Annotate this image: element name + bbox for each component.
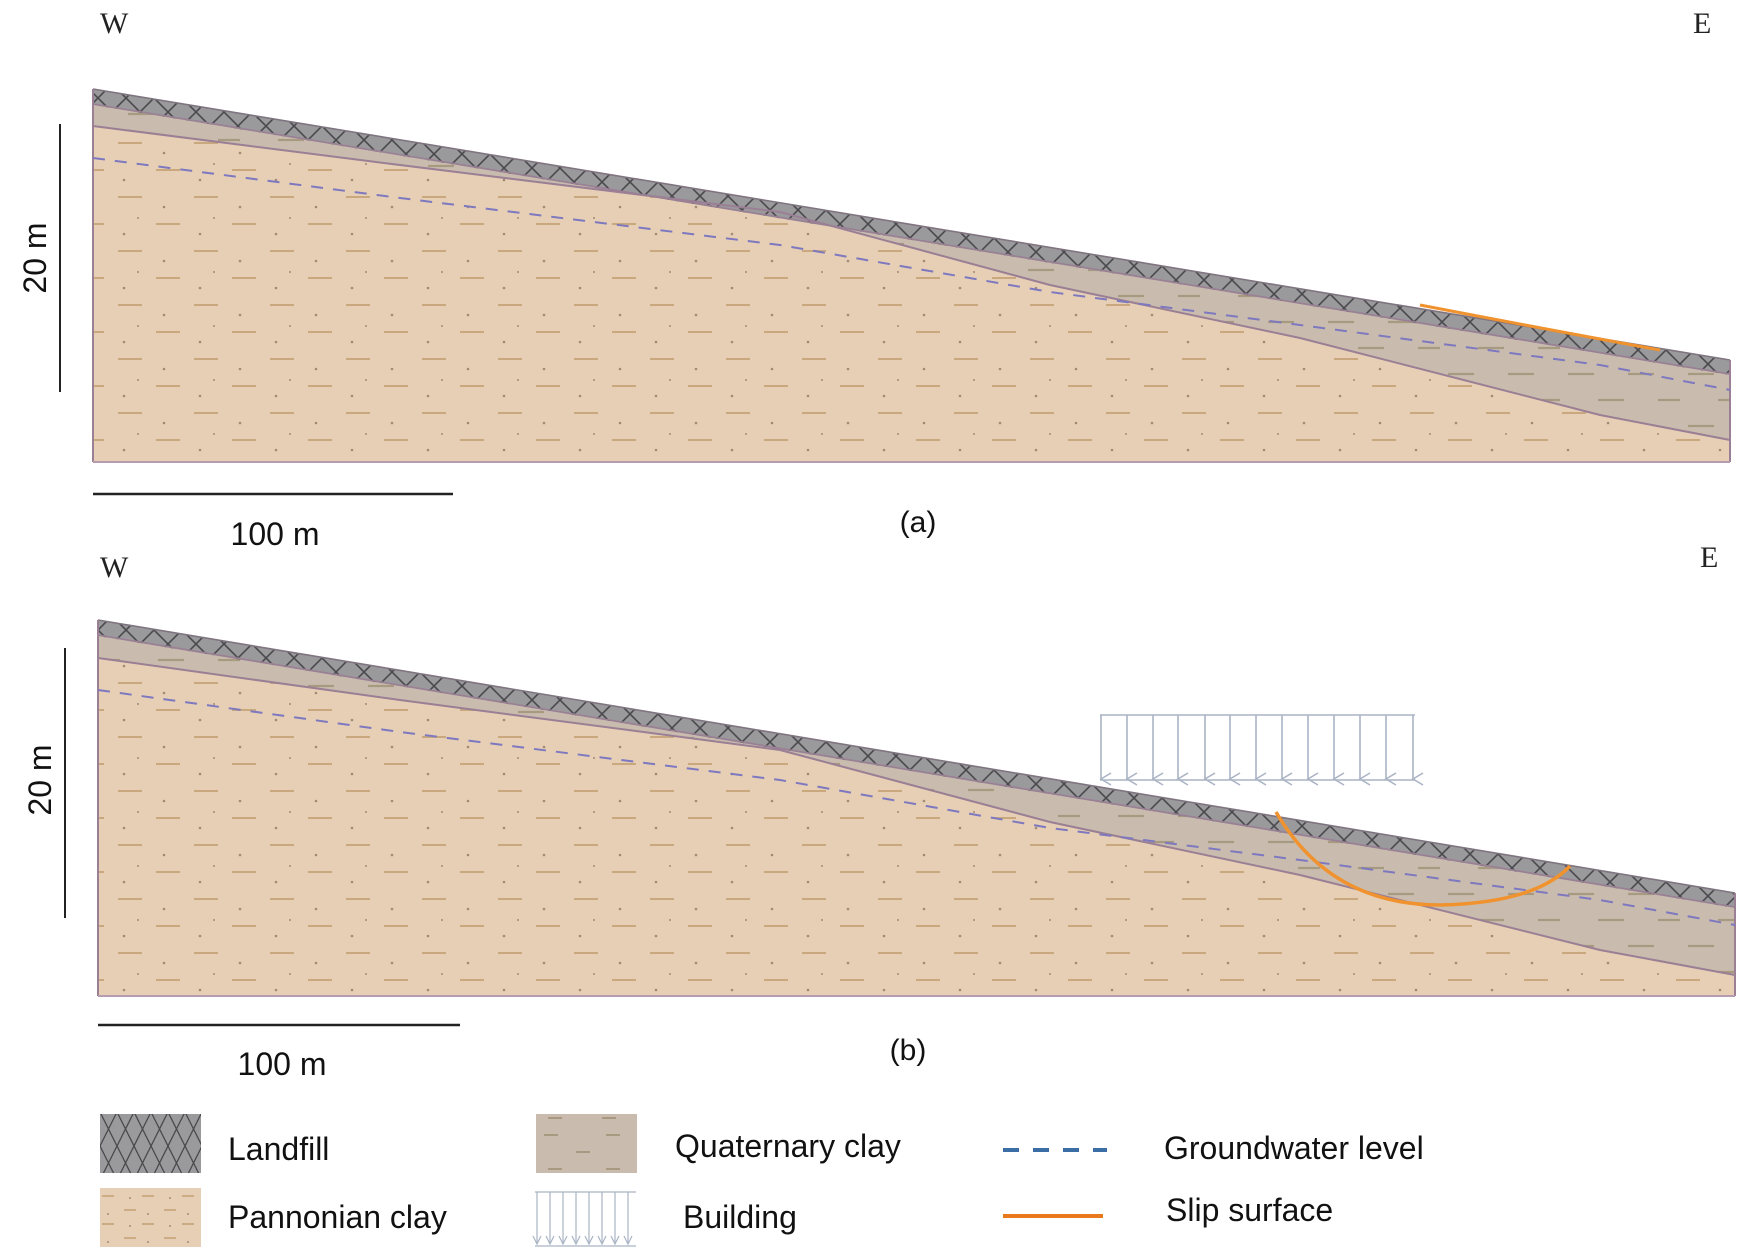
east-label: E	[1693, 7, 1711, 40]
legend: Landfill Quaternary clay Groundwater lev…	[100, 1114, 1424, 1247]
legend-label-landfill: Landfill	[228, 1131, 329, 1167]
landfill-quaternary-boundary	[97, 634, 1736, 908]
vertical-scale-label: 20 m	[22, 744, 58, 815]
panel-b: W E	[22, 541, 1736, 1082]
building-load	[1099, 714, 1424, 786]
panel-a: W E 20 m 100 m (a)	[17, 7, 1731, 552]
quaternary-pannonian-boundary	[97, 657, 1736, 976]
quaternary-clay-layer	[98, 632, 1735, 975]
pannonian-clay-layer	[98, 658, 1735, 996]
pannonian-clay-layer	[93, 126, 1730, 462]
west-label: W	[100, 7, 129, 40]
east-label: E	[1700, 541, 1718, 574]
vertical-scale-label: 20 m	[17, 222, 53, 293]
west-label: W	[100, 551, 129, 584]
crosshatch-swatch-icon	[100, 1114, 201, 1173]
horizontal-scale-label: 100 m	[238, 1046, 327, 1082]
landfill-layer	[98, 620, 1735, 908]
load-arrows-icon	[532, 1191, 636, 1247]
legend-label-building: Building	[683, 1199, 797, 1235]
landfill-quaternary-boundary	[92, 103, 1731, 375]
slip-surface-circular	[1274, 811, 1572, 907]
panel-caption: (b)	[890, 1034, 927, 1067]
groundwater-line	[92, 157, 1731, 391]
legend-label-quaternary: Quaternary clay	[675, 1128, 901, 1164]
legend-label-pannonian: Pannonian clay	[228, 1199, 447, 1235]
slip-surface-shallow	[1419, 303, 1661, 352]
legend-label-slip: Slip surface	[1166, 1192, 1333, 1228]
legend-label-groundwater: Groundwater level	[1164, 1130, 1424, 1166]
ground-surface	[92, 88, 1731, 361]
ground-surface	[97, 619, 1736, 894]
quaternary-pannonian-boundary	[92, 125, 1731, 441]
dot-dash-swatch-icon	[100, 1188, 201, 1247]
horizontal-scale-label: 100 m	[231, 516, 320, 552]
dash-pattern-swatch-icon	[536, 1114, 637, 1173]
landfill-layer	[93, 89, 1730, 375]
panel-caption: (a)	[900, 506, 937, 539]
